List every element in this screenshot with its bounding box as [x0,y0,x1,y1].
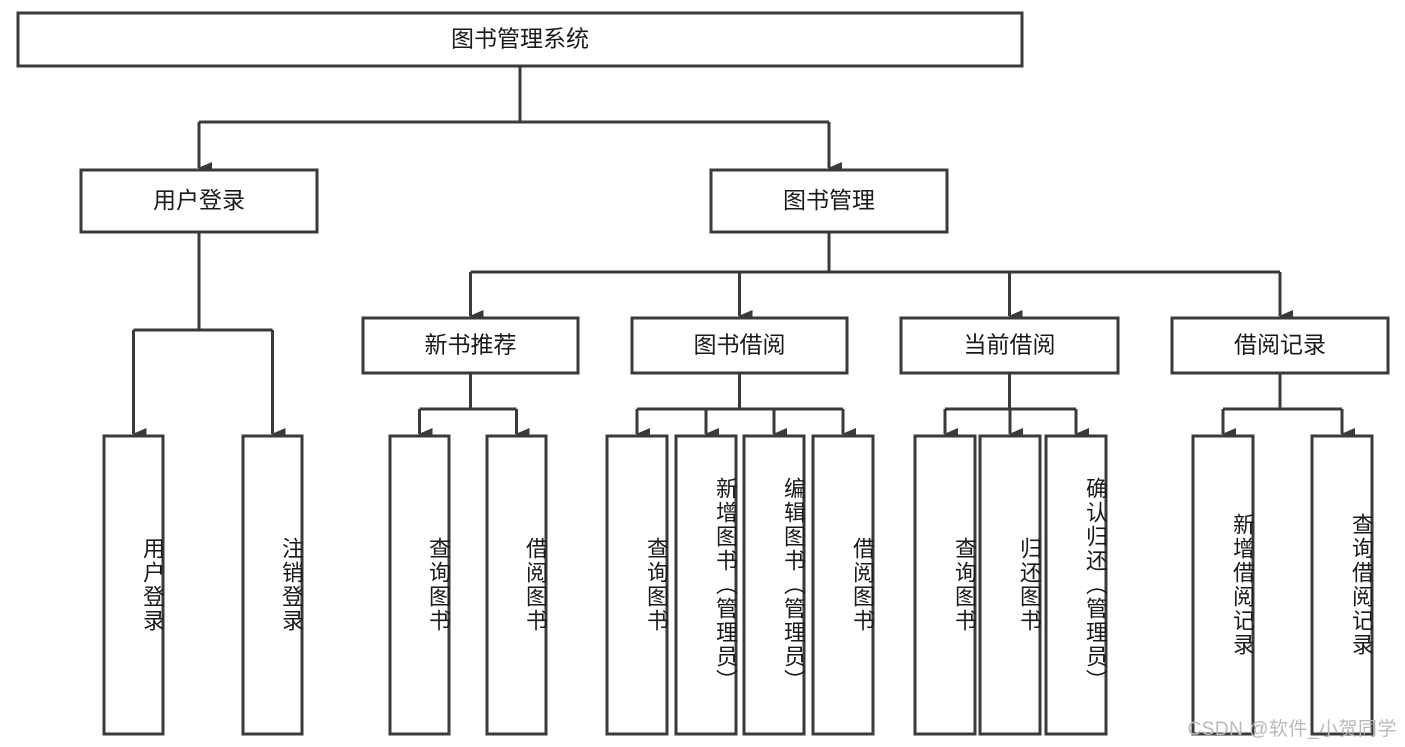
leaf-node-box-10[interactable] [1044,434,1108,736]
leaf-node-box-9[interactable] [978,434,1042,736]
leaf-node-box-12[interactable] [1310,434,1374,736]
root-node-label: 图书管理系统 [451,26,589,52]
leaf-node-box-5[interactable] [674,434,738,736]
root-node-box[interactable] [16,11,1024,68]
level3-node-label-0: 新书推荐 [425,332,517,358]
leaf-node-box-11[interactable] [1191,434,1255,736]
leaf-node-box-4[interactable] [605,434,669,736]
level3-node-label-2: 当前借阅 [964,332,1056,358]
leaf-node-box-2[interactable] [388,434,451,736]
leaf-node-box-7[interactable] [811,434,875,736]
level3-node-label-3: 借阅记录 [1234,332,1326,358]
leaf-node-box-3[interactable] [485,434,548,736]
level2-node-box-0[interactable] [79,168,319,234]
leaf-node-box-0[interactable] [102,434,165,736]
level2-node-box-1[interactable] [709,168,949,234]
watermark-text: CSDN @软件_小贺同学 [1187,719,1397,740]
level2-node-label-0: 用户登录 [153,187,245,213]
level3-node-label-1: 图书借阅 [694,332,786,358]
node-box-layer [16,11,1390,736]
level3-node-box-1[interactable] [630,316,849,375]
level3-node-box-0[interactable] [361,316,580,375]
level2-node-label-1: 图书管理 [783,187,875,213]
leaf-node-box-8[interactable] [913,434,977,736]
leaf-node-box-6[interactable] [742,434,806,736]
level3-node-box-3[interactable] [1170,316,1390,375]
leaf-node-box-1[interactable] [241,434,304,736]
connector-layer [132,66,1355,440]
level3-node-box-2[interactable] [899,316,1120,375]
